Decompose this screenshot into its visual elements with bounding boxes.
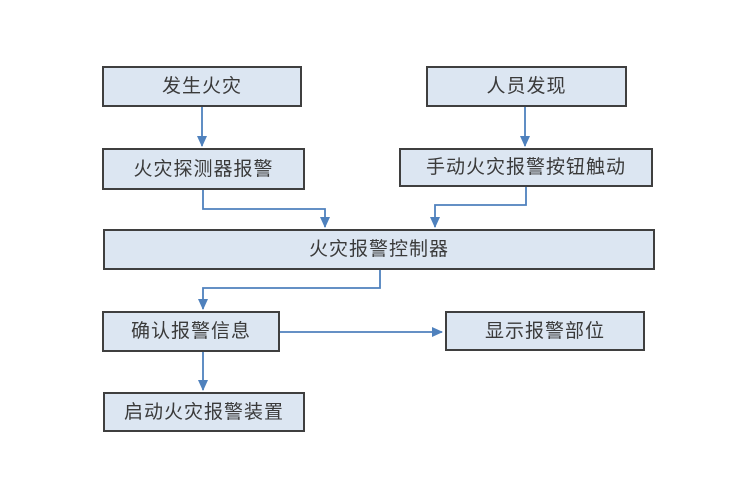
node-confirm-alarm-info: 确认报警信息	[102, 311, 280, 352]
node-display-alarm-location: 显示报警部位	[445, 311, 645, 351]
node-display-alarm-location-label: 显示报警部位	[484, 319, 605, 342]
connector-fire-detector-alarm-to-fire-alarm-controller	[202, 190, 330, 228]
node-fire-detector-alarm-label: 火灾探测器报警	[133, 157, 274, 180]
node-fire-detector-alarm: 火灾探测器报警	[102, 148, 305, 190]
node-fire-occurs: 发生火灾	[102, 66, 302, 107]
node-personnel-discovery-label: 人员发现	[486, 75, 567, 97]
node-manual-alarm-button-label: 手动火灾报警按钮触动	[425, 156, 626, 178]
node-personnel-discovery: 人员发现	[426, 66, 627, 107]
node-fire-alarm-controller-label: 火灾报警控制器	[308, 238, 449, 260]
node-fire-occurs-label: 发生火灾	[161, 75, 242, 97]
node-manual-alarm-button: 手动火灾报警按钮触动	[399, 148, 653, 187]
connector-fire-alarm-controller-to-confirm-alarm-info	[198, 270, 381, 310]
node-start-alarm-device-label: 启动火灾报警装置	[123, 400, 284, 423]
node-confirm-alarm-info-label: 确认报警信息	[130, 320, 251, 342]
connector-manual-alarm-button-to-fire-alarm-controller	[430, 187, 527, 228]
node-fire-alarm-controller: 火灾报警控制器	[103, 229, 655, 270]
node-start-alarm-device: 启动火灾报警装置	[103, 392, 305, 432]
